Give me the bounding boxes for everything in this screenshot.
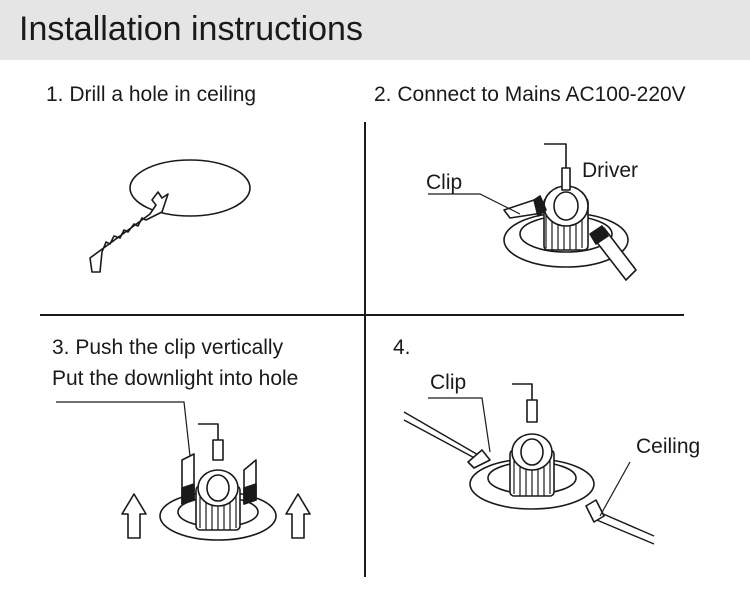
step-2-driver-callout: Driver (582, 159, 638, 182)
ceiling-line-upper (403, 411, 481, 457)
saw-blade (89, 191, 169, 273)
step-2-label: 2. Connect to Mains AC100-220V (374, 83, 686, 106)
step-4-clip-callout: Clip (430, 371, 466, 394)
step-1-label: 1. Drill a hole in ceiling (46, 83, 257, 106)
ceiling-line-lower (403, 419, 483, 463)
header-bar: Installation instructions (0, 0, 750, 60)
step-2-clip-callout: Clip (426, 171, 462, 194)
page-title: Installation instructions (19, 10, 363, 48)
step-3-label-line1: 3. Push the clip vertically (52, 336, 284, 359)
step-4-label: 4. (393, 336, 411, 359)
step-3-label-line2: Put the downlight into hole (52, 367, 299, 390)
horizontal-divider (40, 314, 684, 316)
vertical-divider (364, 122, 366, 577)
step-4-ceiling-callout: Ceiling (636, 435, 700, 458)
